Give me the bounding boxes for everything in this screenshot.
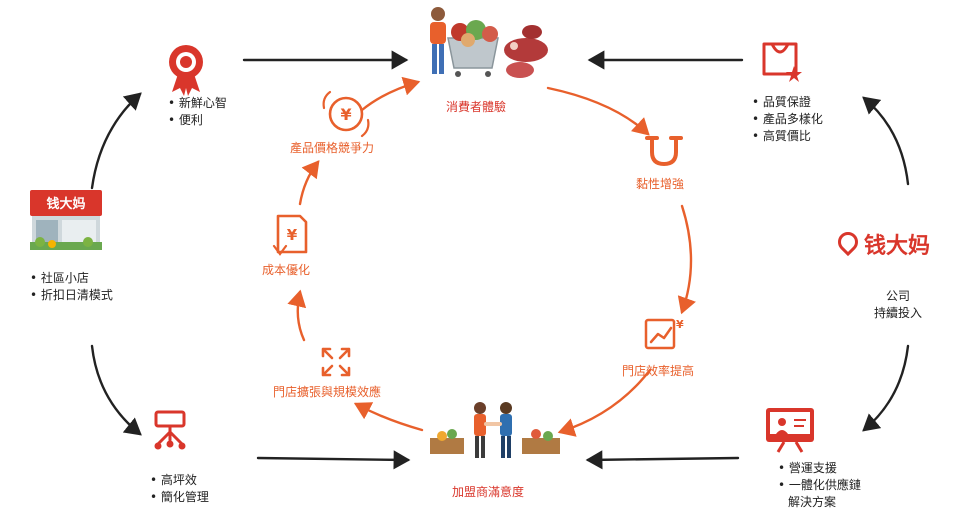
- presentation-board-icon: [766, 408, 814, 453]
- arrow-stickiness-to-efficiency: [677, 204, 696, 315]
- price-coin-icon: ¥: [322, 90, 370, 138]
- left-middle-list: 社區小店 折扣日清模式: [30, 270, 113, 304]
- right-top-list: 品質保證 產品多樣化 高質價比: [752, 94, 823, 145]
- list-item: 社區小店: [30, 270, 113, 287]
- label-price-competitiveness: 產品價格競爭力: [290, 141, 375, 155]
- arrow-franchisee-to-scale: [353, 402, 424, 432]
- brand-name: 钱大妈: [864, 234, 931, 259]
- list-item: 高坪效: [150, 472, 209, 489]
- expand-arrows-icon: [321, 347, 351, 377]
- label-franchisee-satisfaction: 加盟商滿意度: [452, 485, 525, 499]
- label-cost-optimization: 成本優化: [262, 263, 311, 277]
- svg-text:¥: ¥: [676, 318, 684, 331]
- company-investment-text: 公司 持續投入: [866, 288, 930, 322]
- store-front-icon: 钱大妈: [30, 190, 102, 250]
- arrow-scale-to-cost: [287, 289, 307, 342]
- list-item: 簡化管理: [150, 489, 209, 506]
- list-item: 營運支援: [778, 460, 861, 477]
- list-item: 產品多樣化: [752, 111, 823, 128]
- shopping-bag-star-icon: [762, 42, 802, 82]
- arrow-right-bottom-to-franchisee: [585, 450, 740, 470]
- cycle-arrows: [287, 76, 696, 437]
- arrow-efficiency-to-franchisee: [557, 368, 652, 437]
- shopper-with-cart-illustration: [430, 7, 548, 78]
- handshake-market-illustration: [430, 402, 560, 458]
- label-consumer-experience: 消費者體驗: [446, 100, 507, 114]
- arrow-price-to-consumer: [360, 76, 421, 112]
- label-store-efficiency: 門店效率提高: [622, 364, 695, 378]
- list-item: 高質價比: [752, 128, 823, 145]
- cost-document-icon: ¥: [272, 214, 308, 256]
- arrow-left-bottom-to-franchisee: [256, 450, 411, 470]
- svg-text:¥: ¥: [287, 226, 298, 244]
- brand-logo-text: 钱大妈: [833, 227, 931, 260]
- arrow-company-to-right-top: [862, 96, 910, 186]
- left-top-list: 新鮮心智 便利: [168, 95, 227, 129]
- arrow-cost-to-price: [298, 160, 320, 206]
- svg-text:¥: ¥: [340, 105, 351, 124]
- left-bottom-list: 高坪效 簡化管理: [150, 472, 209, 506]
- arrow-company-to-right-bottom: [862, 344, 910, 432]
- outer-arrows: [90, 50, 910, 470]
- arrow-consumer-to-stickiness: [546, 86, 650, 136]
- store-sign-text: 钱大妈: [46, 196, 85, 212]
- rosette-award-icon: [169, 45, 203, 96]
- org-structure-icon: [154, 410, 186, 450]
- arrow-store-to-left-top: [90, 92, 142, 190]
- arrow-store-to-left-bottom: [90, 344, 142, 436]
- list-item: 一體化供應鏈: [778, 477, 861, 494]
- efficiency-chart-icon: ¥: [644, 318, 684, 350]
- right-bottom-list: 營運支援 一體化供應鏈: [778, 460, 861, 494]
- company-line1: 公司: [885, 289, 910, 303]
- label-stickiness: 黏性增強: [636, 177, 685, 191]
- label-scale-efficiency: 門店擴張與規模效應: [273, 385, 382, 399]
- magnet-icon: [645, 136, 683, 167]
- company-line2: 持續投入: [873, 306, 922, 320]
- right-bottom-continuation: 解決方案: [788, 495, 837, 509]
- list-item: 折扣日清模式: [30, 287, 113, 304]
- brand-pin-icon: [833, 227, 863, 257]
- list-item: 新鮮心智: [168, 95, 227, 112]
- list-item: 品質保證: [752, 94, 823, 111]
- list-item: 便利: [168, 112, 227, 129]
